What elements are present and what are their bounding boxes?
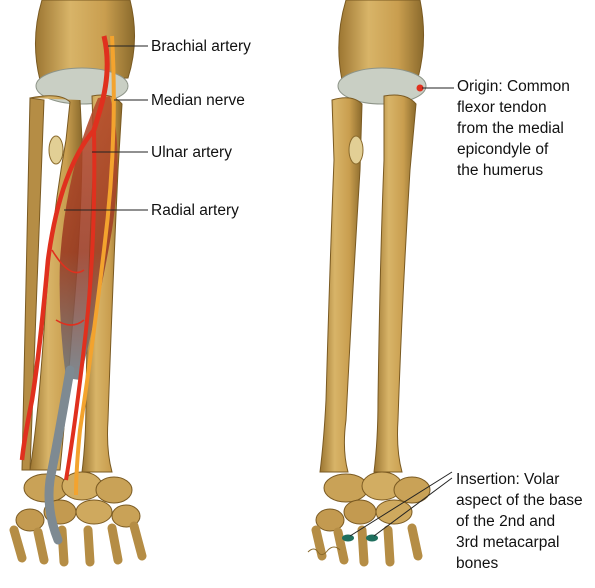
- right-trochlea-cartilage: [337, 67, 427, 105]
- left-forearm: [9, 0, 148, 567]
- right-radius: [319, 97, 363, 473]
- label-ulnar-artery: Ulnar artery: [151, 144, 232, 161]
- flexor-carpi-radialis-muscle: [59, 96, 118, 380]
- origin-marker-icon: [416, 84, 424, 92]
- left-carpals: [9, 471, 147, 567]
- label-median-nerve: Median nerve: [151, 92, 245, 109]
- label-brachial-artery: Brachial artery: [151, 38, 251, 55]
- right-forearm: [307, 0, 454, 567]
- label-origin: Origin: Common flexor tendon from the me…: [457, 78, 570, 179]
- right-ulna: [373, 94, 417, 473]
- insertion-marker-icon: [342, 534, 354, 542]
- flexor-tendon: [44, 365, 75, 545]
- artist-signature-icon: [307, 546, 341, 556]
- label-insertion: Insertion: Volar aspect of the base of t…: [456, 471, 583, 572]
- radial-artery: [19, 128, 96, 461]
- insertion-leader-1: [349, 471, 453, 537]
- right-carpals: [311, 471, 431, 567]
- median-nerve: [74, 35, 116, 496]
- insertion-leader-2: [373, 477, 453, 537]
- brachial-artery: [91, 35, 110, 131]
- ulnar-artery: [64, 129, 97, 481]
- label-radial-artery: Radial artery: [151, 202, 239, 219]
